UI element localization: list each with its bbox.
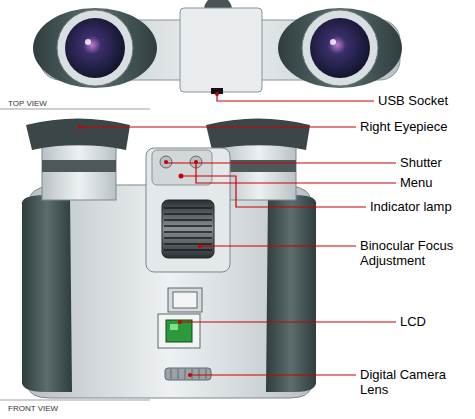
part-label: Right Eyepiece [360,119,447,134]
part-label: Binocular Focus Adjustment [360,238,468,268]
part-label: Shutter [400,155,442,170]
part-label: Digital Camera Lens [360,367,468,397]
front-view [0,119,316,401]
view-label: TOP VIEW [8,99,47,109]
part-label: USB Socket [378,93,448,108]
part-label: LCD [400,314,426,329]
view-label: FRONT VIEW [8,404,58,414]
part-label: Indicator lamp [370,199,452,214]
top-view [0,0,402,109]
leader-dots [78,92,219,377]
part-label: Menu [400,175,433,190]
leader-lines [80,94,396,375]
